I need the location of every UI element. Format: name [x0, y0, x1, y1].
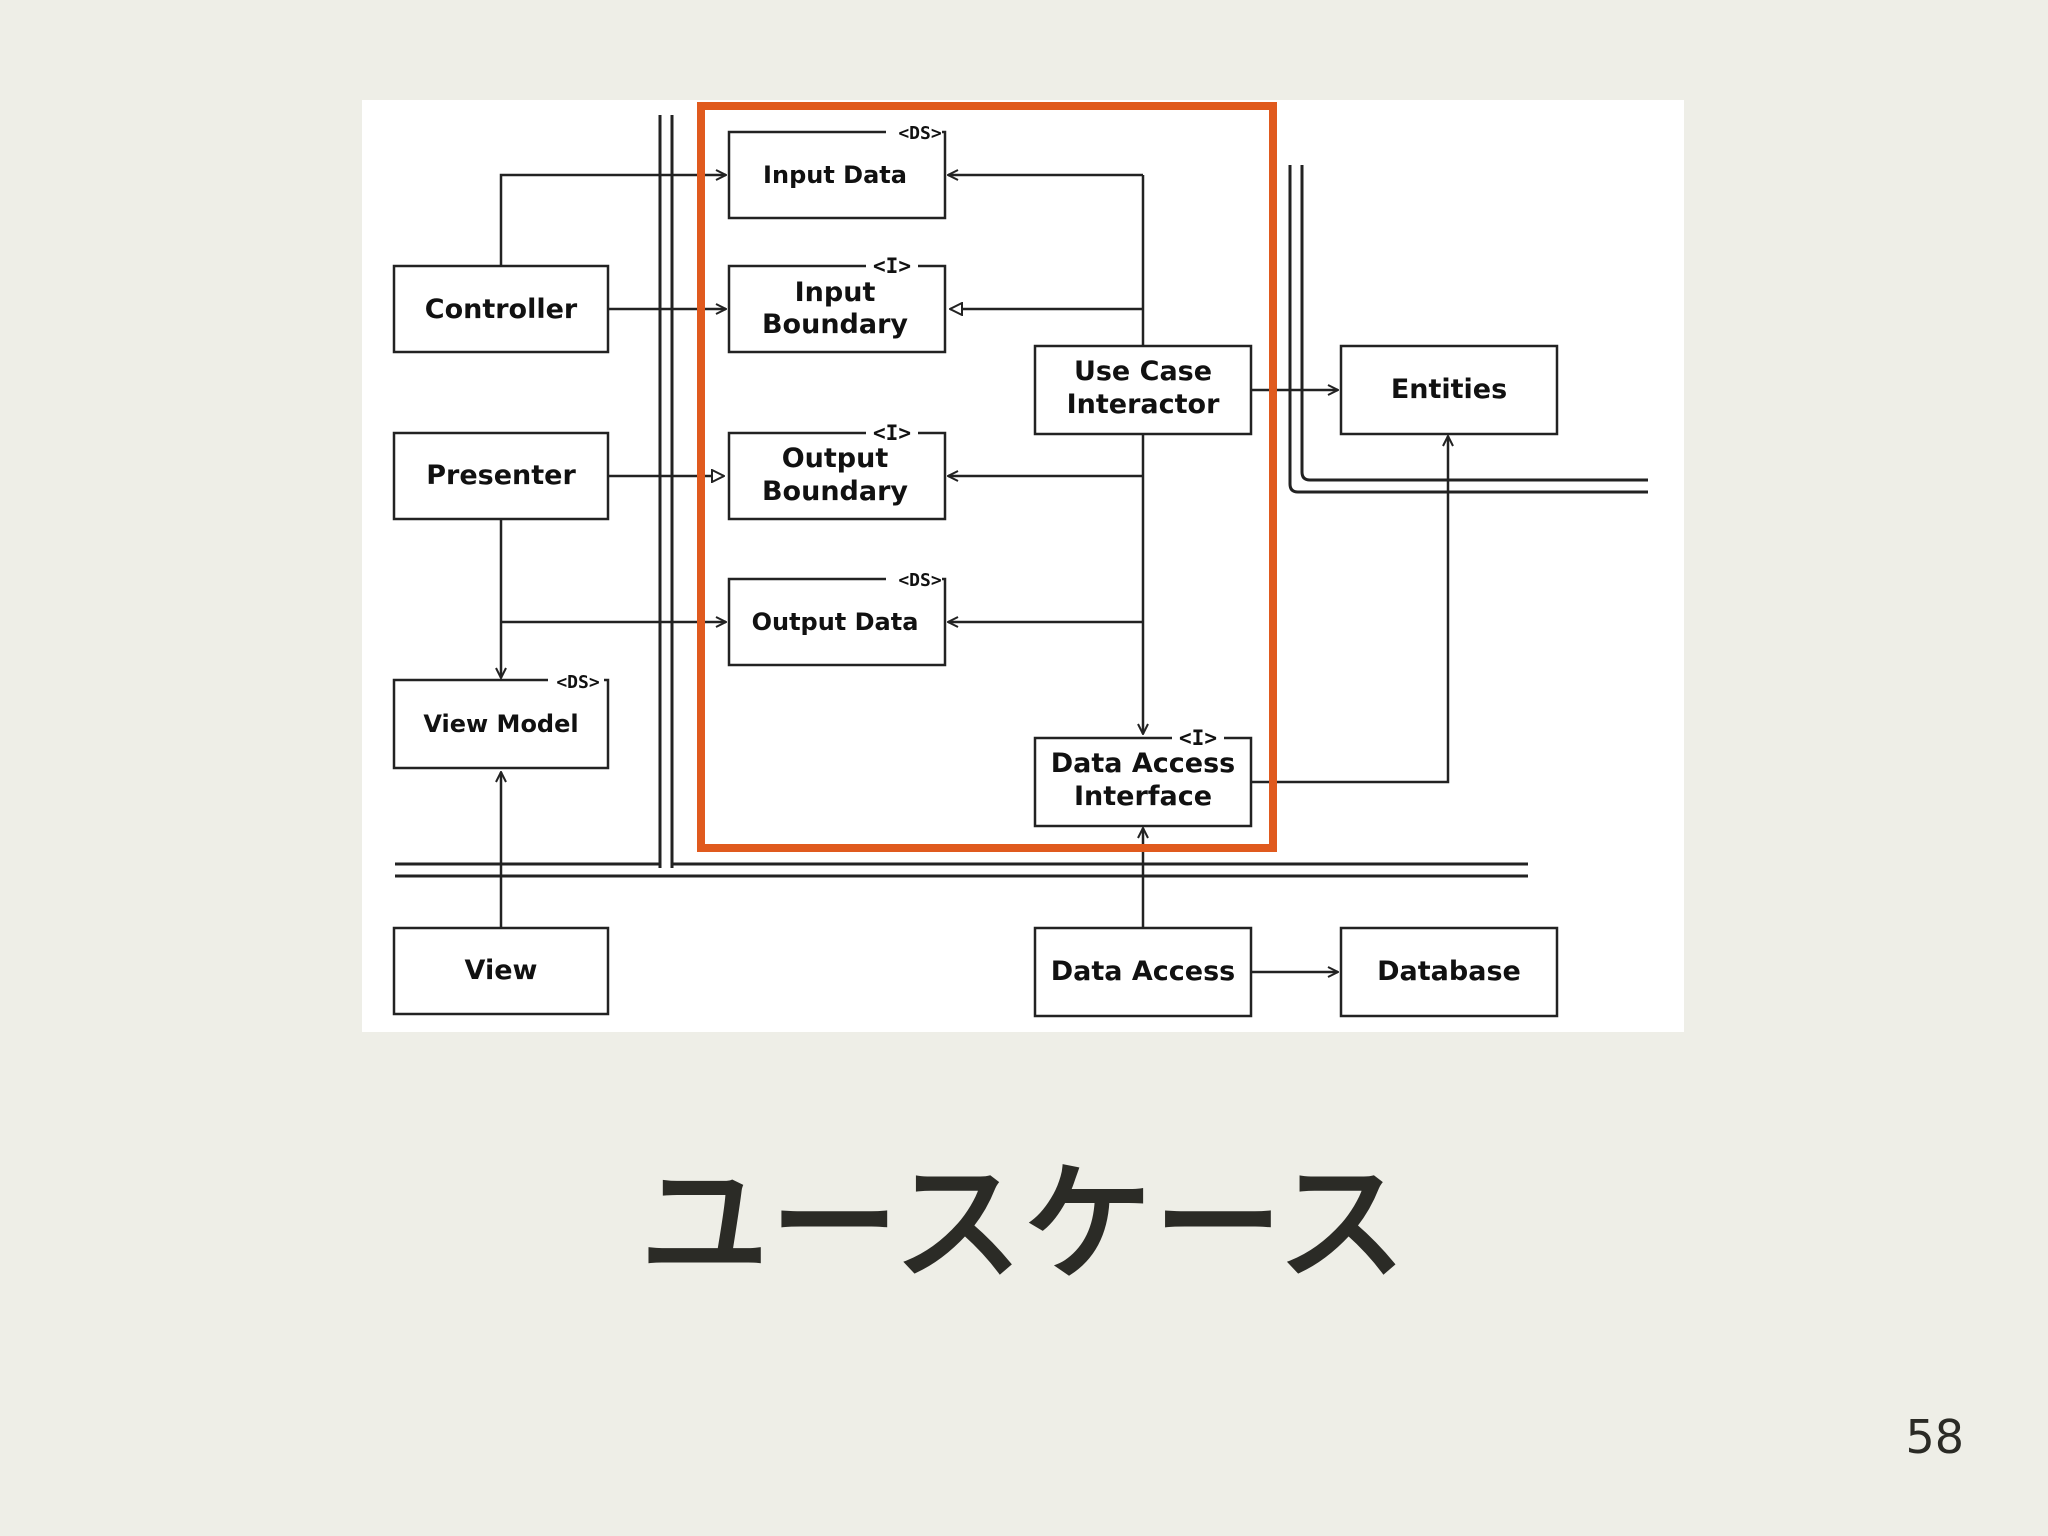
- view-model-label: View Model: [423, 710, 578, 738]
- use-case-interactor-node: Use Case Interactor: [1033, 344, 1253, 436]
- data-access-node: Data Access: [1033, 926, 1253, 1018]
- diagram-background: [362, 100, 1684, 1032]
- output-data-label: Output Data: [752, 608, 919, 636]
- view-node: View: [392, 926, 610, 1016]
- data-access-interface-stereotype: <I>: [1179, 726, 1217, 750]
- controller-label: Controller: [425, 294, 578, 325]
- database-label: Database: [1377, 956, 1521, 987]
- presenter-label: Presenter: [426, 460, 576, 491]
- entities-node: Entities: [1339, 344, 1559, 436]
- view-label: View: [465, 955, 538, 986]
- use-case-interactor-label-2: Interactor: [1067, 389, 1220, 420]
- slide-title: ユースケース: [640, 1150, 1408, 1299]
- database-node: Database: [1339, 926, 1559, 1018]
- input-boundary-stereotype: <I>: [873, 254, 911, 278]
- view-model-node: View Model <DS>: [392, 672, 610, 770]
- output-boundary-node: Output Boundary <I>: [727, 421, 947, 521]
- input-boundary-label-2: Boundary: [762, 309, 908, 340]
- use-case-highlight-box: [697, 102, 1277, 852]
- page-number: 58: [1905, 1410, 1964, 1464]
- input-data-stereotype: <DS>: [898, 123, 942, 144]
- data-access-interface-label-2: Interface: [1074, 781, 1212, 812]
- controller-node: Controller: [392, 264, 610, 354]
- view-model-stereotype: <DS>: [556, 672, 600, 693]
- data-access-label: Data Access: [1051, 956, 1236, 987]
- use-case-interactor-label-1: Use Case: [1074, 356, 1212, 387]
- layer-boundary-lines: [395, 115, 1648, 878]
- input-boundary-label-1: Input: [795, 277, 876, 308]
- presenter-node: Presenter: [392, 431, 610, 521]
- input-data-label: Input Data: [763, 161, 907, 189]
- input-data-node: Input Data <DS>: [727, 123, 947, 220]
- output-boundary-stereotype: <I>: [873, 421, 911, 445]
- output-boundary-label-1: Output: [782, 443, 889, 474]
- output-boundary-label-2: Boundary: [762, 476, 908, 507]
- entities-label: Entities: [1391, 374, 1507, 405]
- output-data-node: Output Data <DS>: [727, 570, 947, 667]
- output-data-stereotype: <DS>: [898, 570, 942, 591]
- data-access-interface-node: Data Access Interface <I>: [1033, 726, 1253, 828]
- data-access-interface-label-1: Data Access: [1051, 748, 1236, 779]
- input-boundary-node: Input Boundary <I>: [727, 254, 947, 354]
